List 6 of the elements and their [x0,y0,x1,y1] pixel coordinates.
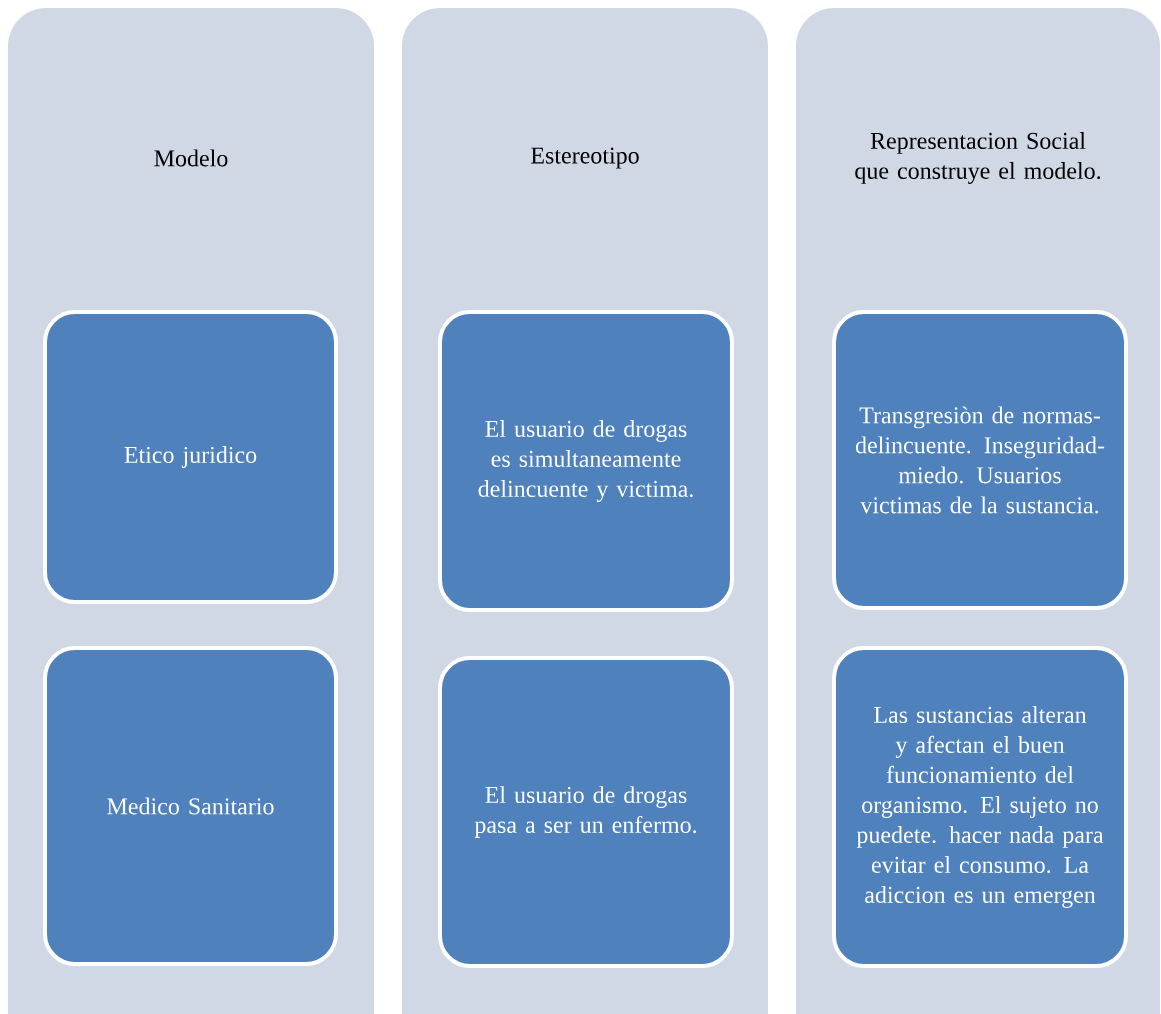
rounded-box: Transgresiòn de normas-delincuente. Inseguridad-miedo. Usuarios victimas de la sustancia. [832,310,1128,610]
rounded-box: Etico juridico [43,310,338,604]
rounded-box: El usuario de drogas es simultaneamente delincuente y victima. [438,310,734,612]
rounded-box: El usuario de drogas pasa a ser un enfermo. [438,656,734,968]
rounded-box: Las sustancias alteran y afectan el buen funcionamiento del organismo. El sujeto no puedete. hacer nada para evitar el consumo. La adiccion es un emergen [832,646,1128,968]
rounded-box: Medico Sanitario [43,646,338,966]
